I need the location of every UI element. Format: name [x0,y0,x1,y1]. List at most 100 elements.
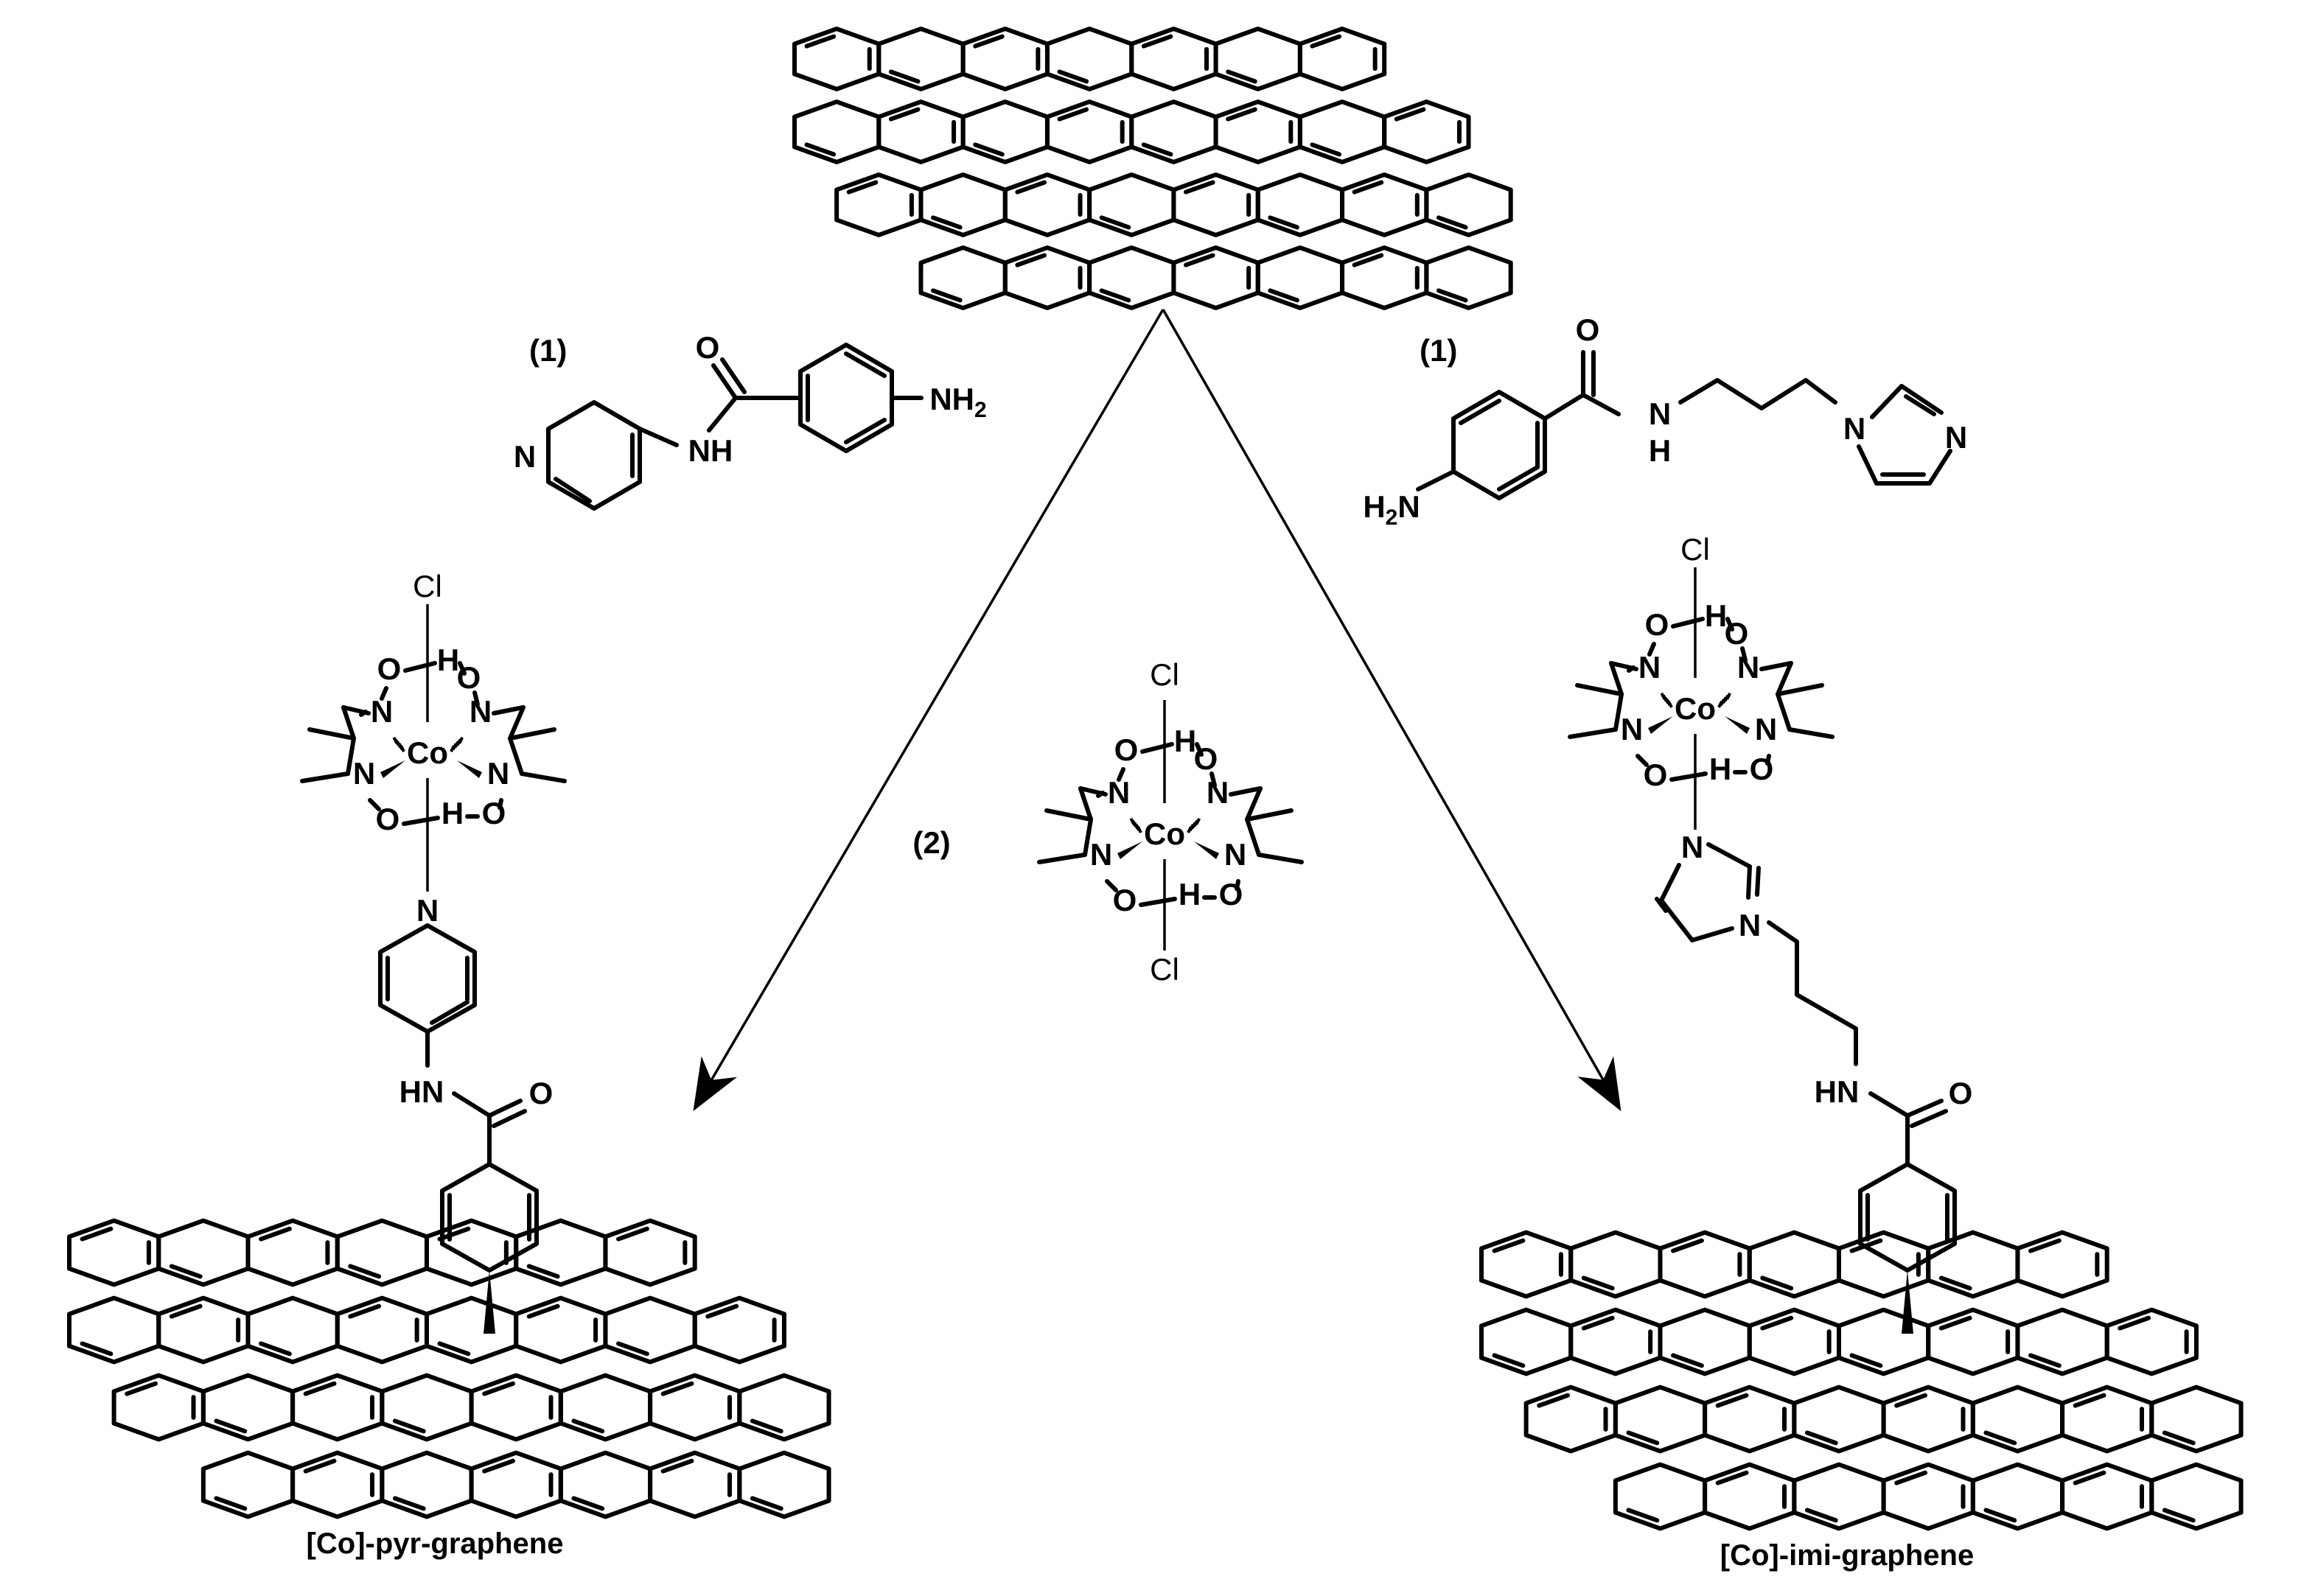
graphene-ring [290,1373,385,1442]
graphene-ring [380,1373,474,1442]
graphene-ring [648,1450,742,1519]
bridging-h: H [1179,877,1201,911]
graphene-double-bond [1015,180,1047,195]
oxime-n: N [1755,712,1777,746]
graphene-ring [1658,1307,1752,1376]
graphene-double-bond [973,142,1005,157]
graphene-double-bond [2162,1430,2196,1446]
amide-hn: HN [1815,1074,1860,1109]
graphene-ring [335,1218,429,1287]
graphene-ring [960,99,1050,164]
graphene-double-bond [1436,288,1468,303]
carbonyl-o: O [696,330,720,365]
graphene-ring [2015,1230,2109,1299]
graphene-ring [1297,99,1387,164]
graphene-ring [2104,1307,2199,1376]
graphene-ring [792,99,882,164]
graphene-ring [876,27,966,91]
graphene-double-bond [1352,253,1384,267]
graphene-double-bond [1492,1238,1526,1253]
graphene-ring [648,1373,742,1442]
graphene-double-bond [1099,288,1131,303]
graphene-ring [67,1218,161,1287]
amide-nh: NH [688,433,733,468]
graphene-ring [603,1295,697,1365]
graphene-ring [1881,1385,1975,1454]
graphene-ring [1926,1307,2020,1376]
graphene-double-bond [1760,1315,1794,1331]
graphene-double-bond [1183,180,1215,195]
caption-imi-graphene: [Co]-imi-graphene [1720,1539,1974,1572]
graphene-ring [245,1218,340,1287]
imidazole-n1: N [1843,411,1865,446]
graphene-double-bond [1226,107,1257,122]
graphene-ring [156,1218,251,1287]
graphene-double-bond [750,1496,783,1511]
graphene-ring [1747,1307,1841,1376]
graphene-double-bond [973,34,1005,49]
graphene-ring [67,1295,161,1365]
graphene-double-bond [1849,1238,1883,1253]
graphene-double-bond [1268,288,1299,303]
graphene-double-bond [660,1381,694,1396]
graphene-ring [1044,99,1134,164]
graphene-double-bond [2073,1393,2106,1408]
graphene-ring [1255,245,1345,310]
graphene-double-bond [1626,1430,1660,1446]
graphene-double-bond [1938,1275,1972,1291]
graphene-ring [245,1295,340,1365]
graphene-ring [469,1373,563,1442]
graphene-double-bond [1226,69,1257,84]
graphene-ring [1171,245,1260,310]
amide-n: N [1649,396,1671,431]
graphene-ring [156,1295,251,1365]
graphene-ring [1613,1385,1708,1454]
graphene-double-bond [1938,1315,1972,1331]
graphene-double-bond [1492,1353,1526,1368]
graphene-double-bond [931,288,963,303]
graphene-double-bond [1436,215,1468,230]
graphene-ring [918,245,1008,310]
graphene-double-bond [1715,1393,1749,1408]
graphene-ring [2149,1462,2244,1531]
graphene-double-bond [1983,1508,2017,1523]
bridging-h: H [437,643,459,677]
graphene-ring [1255,172,1345,237]
graphene-ring [1044,27,1134,91]
graphene-double-bond [2028,1238,2062,1253]
graphene-double-bond [392,1496,426,1511]
graphene-double-bond [1983,1430,2017,1446]
graphene-ring [1002,245,1092,310]
graphene-double-bond [888,69,921,84]
graphene-ring [1658,1230,1752,1299]
graphene-ring [1129,99,1218,164]
graphene-ring [737,1450,831,1519]
graphene-ring [514,1295,608,1365]
graphene-double-bond [80,1341,114,1357]
pyridine-n-coordinated: N [416,893,439,928]
graphene-double-bond [750,1418,783,1434]
oxime-n: N [487,756,509,791]
graphene-ring [1382,99,1471,164]
graphene-ring [380,1450,474,1519]
graphene-ring [1568,1230,1663,1299]
chloride-axial-bottom: Cl [1150,952,1179,987]
graphene-double-bond [1537,1393,1570,1408]
graphene-ring [2015,1307,2109,1376]
carbonyl-o: O [1576,312,1600,347]
graphene-double-bond [1057,69,1089,84]
graphene-ring [737,1373,831,1442]
graphene-double-bond [1671,1238,1704,1253]
graphene-double-bond [259,1226,292,1242]
arrow-to-pyr-graphene [693,309,1165,1112]
graphene-sheet-right [1479,1230,2244,1531]
graphene-double-bond [2028,1353,2062,1368]
chloride-axial: Cl [1680,532,1710,567]
imidazole-n3-coordinated: N [1681,830,1703,864]
graphene-double-bond [169,1264,203,1279]
graphene-ring [1703,1385,1797,1454]
graphene-double-bond [1626,1508,1660,1523]
oxime-o: O [1114,732,1139,767]
